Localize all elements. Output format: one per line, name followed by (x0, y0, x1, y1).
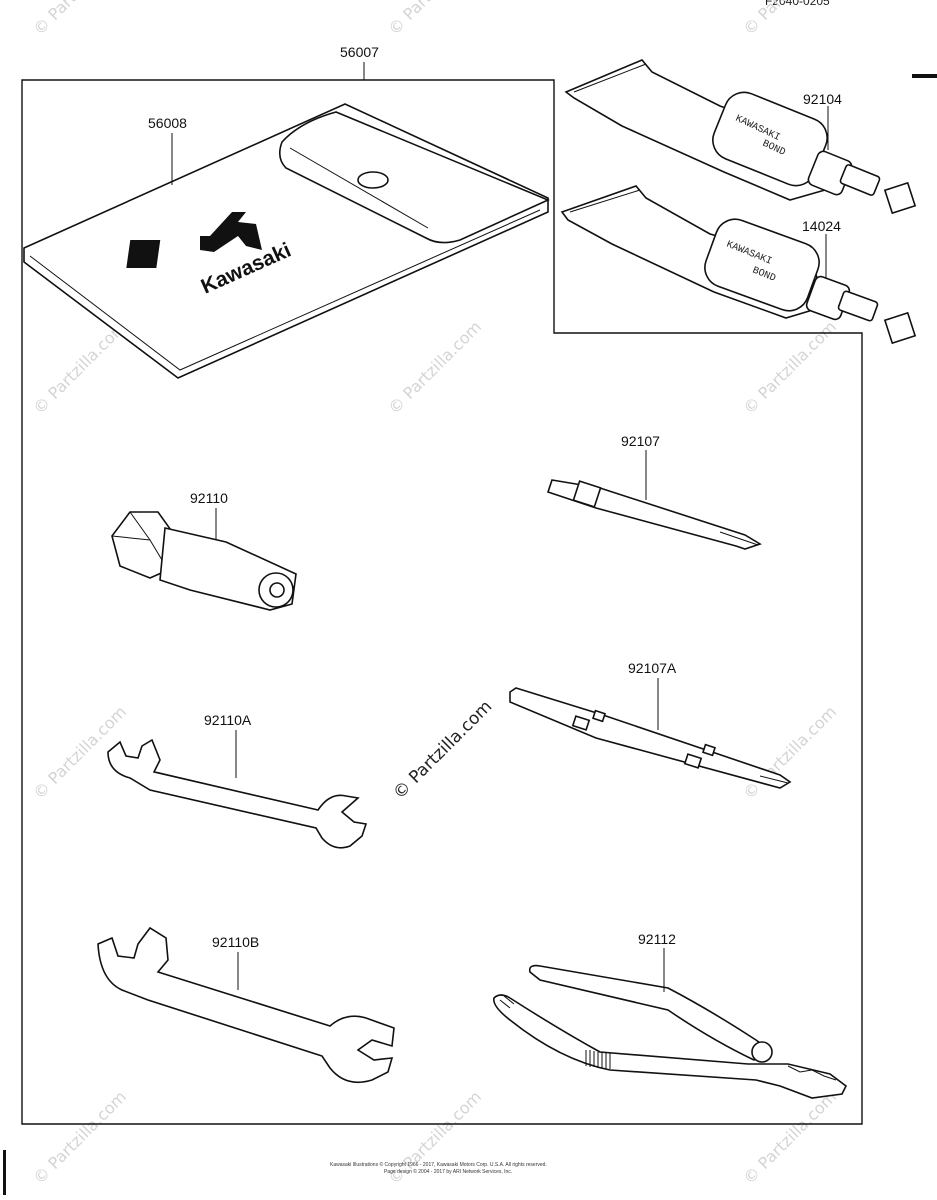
plug-socket-92110 (111, 511, 297, 611)
callout-56008: 56008 (148, 115, 187, 131)
watermark: © Partzilla.com (29, 1087, 130, 1188)
bond-tube-92104: KAWASAKI BOND (564, 59, 917, 215)
watermark-center: © Partzilla.com (389, 697, 496, 804)
tool-pouch: Kawasaki (23, 103, 551, 379)
pliers-grip-texture (499, 995, 611, 1069)
wrench-92110B (97, 926, 395, 1084)
callout-92107A: 92107A (628, 660, 677, 676)
screwdriver-92107A (509, 687, 792, 789)
footer-copyright-line1: Kawasaki Illustrations © Copyright 1966 … (330, 1161, 547, 1168)
screwdriver-92107 (546, 479, 762, 550)
watermark: © Partzilla.com (384, 0, 485, 39)
watermark: © Partzilla.com (29, 0, 130, 39)
wrench-92110A (107, 738, 368, 849)
pliers-92112 (493, 964, 848, 1099)
watermark: © Partzilla.com (739, 1087, 840, 1188)
callout-92110: 92110 (190, 490, 228, 506)
page-edge-mark (912, 74, 937, 78)
watermark: © Partzilla.com (739, 317, 840, 418)
watermark: © Partzilla.com (29, 317, 130, 418)
header-ref-number: F2040-0205 (765, 0, 830, 8)
footer-copyright-line2: Page design © 2004 - 2017 by ARI Network… (384, 1168, 512, 1175)
callout-92110B: 92110B (212, 934, 259, 950)
left-edge-mark (3, 1150, 6, 1195)
watermark: © Partzilla.com (384, 317, 485, 418)
callout-56007: 56007 (340, 44, 379, 60)
kit-outline-frame (21, 79, 863, 1125)
callout-92112: 92112 (638, 931, 676, 947)
callout-92104: 92104 (803, 91, 842, 107)
watermark: © Partzilla.com (739, 702, 840, 803)
bond-tube-14024: KAWASAKI BOND (560, 185, 917, 345)
callout-92107: 92107 (621, 433, 660, 449)
callout-14024: 14024 (802, 218, 841, 234)
callout-92110A: 92110A (204, 712, 252, 728)
